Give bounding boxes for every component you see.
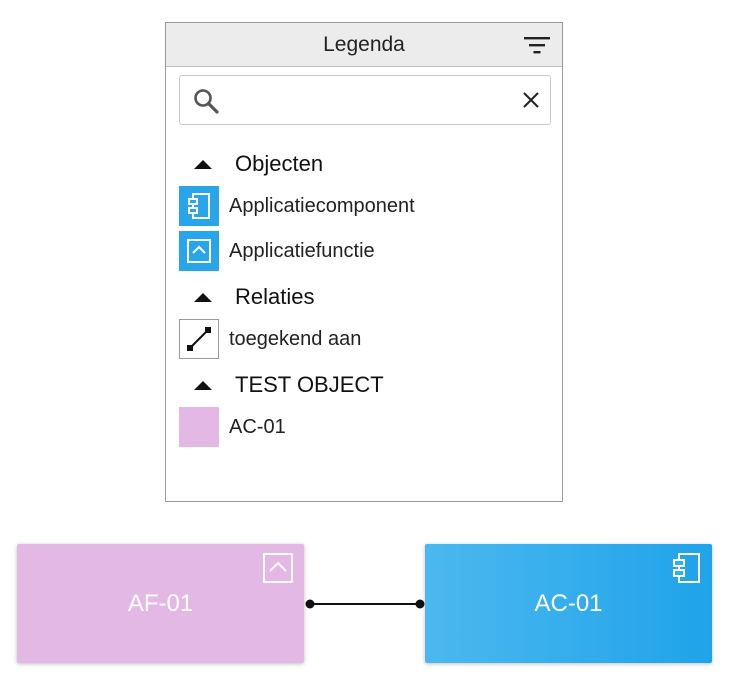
node-label: AF-01 (127, 589, 194, 617)
collapse-triangle-icon (194, 159, 212, 169)
collapse-triangle-icon (194, 380, 212, 390)
node-label: AC-01 (534, 589, 603, 617)
search-icon (194, 89, 219, 114)
diagram-node-af-01[interactable]: AF-01 (17, 544, 304, 663)
legend-item-label: Applicatiecomponent (229, 194, 415, 217)
legend-item-ac-01: AC-01 (179, 407, 286, 447)
legend-search-input[interactable] (230, 84, 504, 118)
close-icon[interactable] (522, 91, 540, 109)
application-function-icon (179, 231, 219, 271)
legend-item-applicatiecomponent: Applicatiecomponent (179, 186, 415, 226)
legend-item-label: AC-01 (229, 415, 286, 438)
legend-section-relaties[interactable]: Relaties (166, 284, 314, 310)
legend-item-label: Applicatiefunctie (229, 239, 375, 262)
legend-section-title: TEST OBJECT (235, 372, 384, 397)
application-function-icon (263, 553, 293, 583)
relation-end-dot (415, 599, 425, 609)
legend-item-applicatiefunctie: Applicatiefunctie (179, 231, 375, 271)
filter-icon[interactable] (524, 34, 550, 56)
application-component-icon (673, 553, 700, 583)
collapse-triangle-icon (194, 292, 212, 302)
legend-section-title: Relaties (235, 284, 315, 309)
assignment-relation-icon (179, 319, 219, 359)
legend-item-toegekend-aan: toegekend aan (179, 319, 361, 359)
legend-search-box (179, 75, 551, 125)
legend-section-title: Objecten (235, 151, 324, 176)
legend-header: Legenda (166, 23, 562, 67)
color-swatch (179, 407, 219, 447)
legend-section-objecten[interactable]: Objecten (166, 151, 323, 177)
legend-panel: Legenda Objecten Applicatieco (165, 22, 563, 502)
legend-section-test-object[interactable]: TEST OBJECT (166, 372, 384, 398)
application-component-icon (179, 186, 219, 226)
diagram-node-ac-01[interactable]: AC-01 (425, 544, 712, 663)
legend-item-label: toegekend aan (229, 327, 362, 350)
legend-title: Legenda (323, 32, 405, 56)
relation-start-dot (305, 599, 315, 609)
